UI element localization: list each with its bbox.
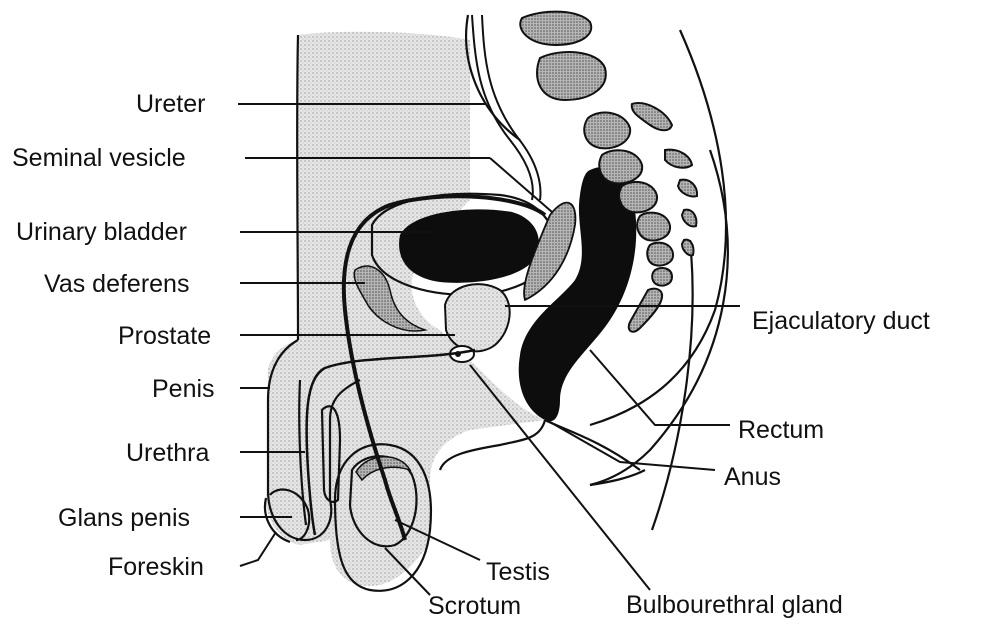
leader-foreskin [240, 532, 276, 566]
label-seminal-vesicle: Seminal vesicle [12, 144, 186, 172]
bladder-lumen [399, 209, 539, 282]
prostate-gland [445, 284, 510, 351]
leader-anus [550, 422, 715, 470]
coccyx-5 [682, 240, 693, 256]
vertebra-4 [599, 150, 642, 183]
label-ejaculatory-duct: Ejaculatory duct [752, 307, 930, 335]
coccyx-3 [678, 180, 697, 197]
ureter-tube [472, 15, 533, 200]
label-bulbourethral-gland: Bulbourethral gland [626, 591, 843, 619]
vertebra-7 [647, 243, 673, 266]
coccyx-4 [682, 210, 696, 227]
label-scrotum: Scrotum [428, 592, 521, 620]
vertebra-6 [637, 213, 670, 241]
vertebra-1 [520, 12, 591, 45]
coccyx-2 [665, 150, 692, 168]
label-urinary-bladder: Urinary bladder [16, 218, 187, 246]
vertebra-5 [619, 182, 657, 212]
coccyx-1 [632, 103, 672, 130]
label-prostate: Prostate [118, 322, 211, 350]
abdomen-outline [297, 35, 298, 340]
thigh-inner-line [590, 470, 645, 485]
label-rectum: Rectum [738, 416, 824, 444]
vertebra-8 [652, 268, 672, 286]
label-penis: Penis [152, 375, 215, 403]
label-foreskin: Foreskin [108, 553, 204, 581]
label-anus: Anus [724, 463, 781, 491]
leader-rectum [590, 350, 730, 425]
vertebra-9 [629, 289, 662, 332]
vertebra-3 [584, 113, 630, 149]
vertebra-2 [537, 52, 606, 100]
label-ureter: Ureter [136, 90, 205, 118]
label-urethra: Urethra [126, 439, 209, 467]
label-testis: Testis [486, 558, 550, 586]
label-vas-deferens: Vas deferens [44, 270, 189, 298]
label-glans-penis: Glans penis [58, 504, 190, 532]
